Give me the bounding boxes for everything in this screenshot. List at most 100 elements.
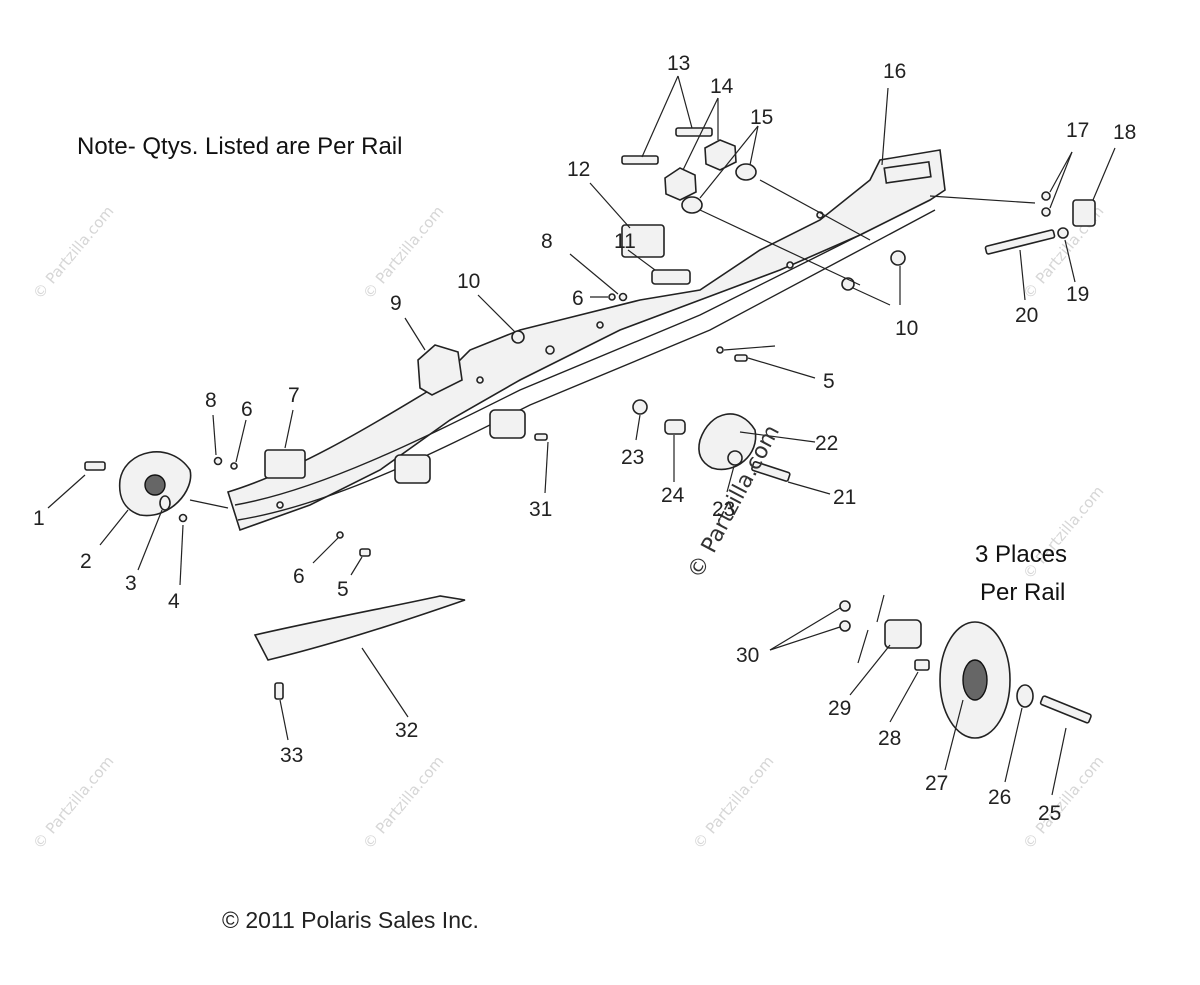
part-washer-3 [159,495,171,511]
leader-21 [787,481,831,495]
part-wear-strip-32 [253,595,466,661]
part-mount-29 [884,619,922,649]
leader-23a [635,414,641,441]
leader-25 [1051,727,1067,796]
callout-6: 6 [293,565,305,588]
part-bolt-31 [534,433,548,441]
callout-1: 1 [33,507,45,530]
part-bracket-18 [1072,199,1096,227]
part-screw-33 [274,682,284,700]
leader-19 [1064,239,1076,283]
part-block-12 [621,224,665,258]
watermark: © Partzilla.com [689,752,777,852]
leader-17a [1049,151,1073,193]
callout-17: 17 [1066,119,1089,142]
callout-26: 26 [988,786,1011,809]
leader-14a [682,97,719,171]
leader-16 [881,87,889,166]
part-nut-4 [178,513,188,523]
part-washer-23 [632,399,648,415]
leader-4b [189,499,229,509]
part-bolt-25 [1039,695,1092,724]
callout-25: 25 [1038,802,1061,825]
callout-labels: 1 2 3 4 5 5 6 6 6 7 8 8 9 10 10 11 12 13… [33,52,1136,825]
part-bolt-1 [84,461,106,471]
part-spacer-24 [664,419,686,435]
part-spacer-15 [735,163,757,181]
callout-5: 5 [823,370,835,393]
callout-14: 14 [710,75,734,98]
rail-hole [545,345,555,355]
callout-23: 23 [621,446,644,469]
leader-9 [404,317,426,351]
leader-8b [569,253,619,295]
part-nut-30 [839,620,851,632]
callout-6: 6 [572,287,584,310]
callout-16: 16 [883,60,906,83]
leader-ref-a [929,195,1036,204]
callout-20: 20 [1015,304,1038,327]
callout-21: 21 [833,486,856,509]
callout-2: 2 [80,550,92,573]
callout-29: 29 [828,697,851,720]
leader-31 [544,441,549,494]
callout-4: 4 [168,590,180,613]
callout-10: 10 [457,270,480,293]
part-bolt-13 [621,155,659,165]
part-screw-5 [359,548,371,557]
leader-12 [589,182,631,229]
callout-9: 9 [390,292,402,315]
part-washer-6 [230,462,238,470]
leader-32 [361,647,409,718]
rail-hole [596,321,604,329]
leader-5b [350,556,363,576]
parts-layer [84,127,1096,739]
callout-33: 33 [280,744,303,767]
part-bolt-13 [675,127,713,137]
places-note-line2: Per Rail [980,579,1065,606]
callout-24: 24 [661,484,685,507]
callout-5: 5 [337,578,349,601]
part-spacer-19 [1057,227,1069,239]
callout-11: 11 [614,230,636,253]
part-washer-26 [1016,684,1034,708]
leader-15a [699,125,759,199]
rail-hole [476,376,484,384]
leader-15b [749,125,759,166]
qty-note: Note- Qtys. Listed are Per Rail [77,133,402,160]
leader-28 [889,671,919,723]
callout-22: 22 [815,432,838,455]
callout-3: 3 [125,572,137,595]
leader-22 [739,431,816,443]
callout-28: 28 [878,727,901,750]
callout-8: 8 [205,389,217,412]
part-bushing-14 [664,167,697,201]
part-nut-10 [511,330,525,344]
places-note-line1: 3 Places [975,541,1067,568]
callout-27: 27 [925,772,948,795]
callout-18: 18 [1113,121,1136,144]
part-nut-17 [1041,207,1051,217]
part-hub [144,474,166,496]
part-washer-23 [727,450,743,466]
leader-18 [1092,147,1116,201]
leader-centerline-b [857,629,869,664]
rail-bracket [394,454,431,484]
callout-12: 12 [567,158,590,181]
callout-23: 23 [712,498,735,521]
part-bolt-21 [751,461,791,482]
watermark-layer: © Partzilla.com © Partzilla.com © Partzi… [29,202,1107,852]
leader-2 [99,509,129,546]
leader-centerline-a [876,594,885,623]
part-bushing-14 [704,139,737,171]
leader-30b [769,626,841,651]
part-spacer-15 [681,196,703,214]
part-nut-30 [839,600,851,612]
leader-30a [769,607,841,651]
leader-13a [641,75,679,158]
part-pad-11 [651,269,691,285]
part-nut-17 [1041,191,1051,201]
leader-ref-c [699,209,861,286]
leader-13b [677,75,693,129]
leader-26 [1004,707,1023,783]
